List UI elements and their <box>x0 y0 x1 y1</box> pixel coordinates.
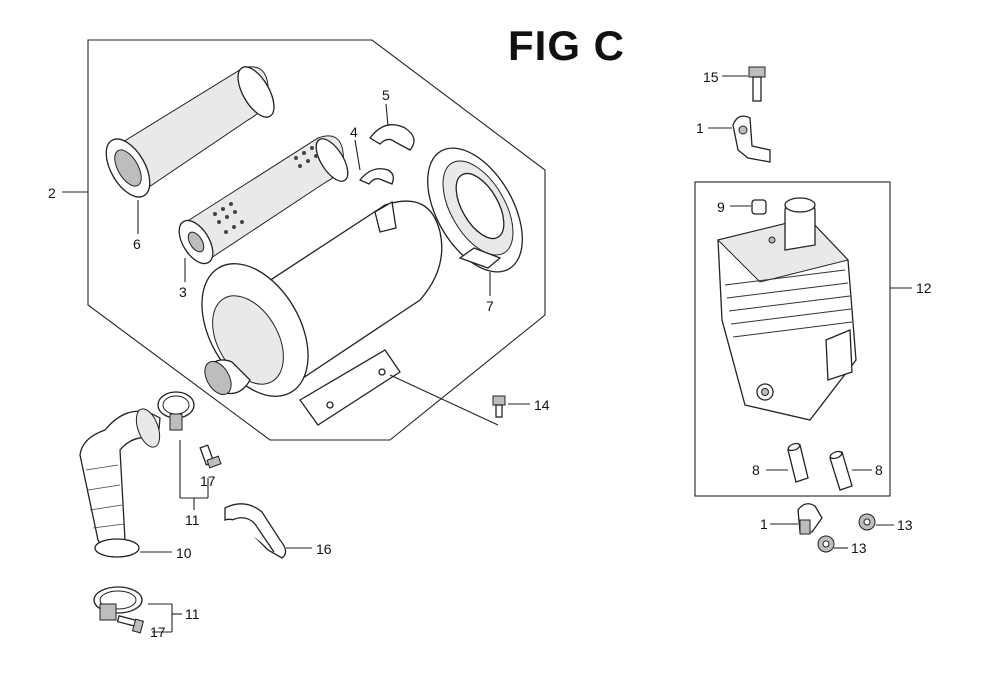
callout-5: 5 <box>382 87 390 103</box>
callout-13-right: 13 <box>897 517 913 533</box>
callout-2: 2 <box>48 185 56 201</box>
callout-15: 15 <box>703 69 719 85</box>
screw-lower <box>116 614 145 634</box>
pipe-8-right <box>829 450 853 491</box>
muffler-body <box>717 197 857 421</box>
clamp-16 <box>224 503 287 559</box>
nut-13-right <box>858 513 876 531</box>
callout-7: 7 <box>486 298 494 314</box>
air-cleaner-case <box>201 200 443 426</box>
inner-filter-element <box>178 135 349 265</box>
air-cleaner-cover <box>427 147 523 273</box>
hose-band-upper <box>157 391 195 431</box>
grommet-9 <box>751 199 767 215</box>
callout-10: 10 <box>176 545 192 561</box>
callout-11-lower: 11 <box>185 606 200 622</box>
bolt-15 <box>748 66 766 102</box>
callout-17-lower: 17 <box>150 624 166 640</box>
callout-6: 6 <box>133 236 141 252</box>
callout-4: 4 <box>350 124 358 140</box>
clip-upper <box>369 124 415 151</box>
callout-8-left: 8 <box>752 462 760 478</box>
air-cleaner-assembly-outline <box>87 39 546 441</box>
bolt-14 <box>492 395 506 418</box>
callout-3: 3 <box>179 284 187 300</box>
callout-17-upper: 17 <box>200 473 216 489</box>
callout-13-left: 13 <box>851 540 867 556</box>
callout-12: 12 <box>916 280 932 296</box>
nut-13-left <box>817 535 835 553</box>
hose-band-lower <box>93 586 143 621</box>
bracket-upper <box>732 115 771 163</box>
muffler-assembly-outline <box>694 181 891 497</box>
outer-filter-element <box>105 66 275 198</box>
clip-lower <box>358 168 394 185</box>
callout-1-upper: 1 <box>696 120 704 136</box>
callout-11-upper: 11 <box>185 512 200 528</box>
callout-9: 9 <box>717 199 725 215</box>
bracket-lower <box>797 503 823 535</box>
figure-title: FIG C <box>508 22 625 69</box>
connecting-tube <box>79 408 161 558</box>
pipe-8-left <box>787 442 809 483</box>
callout-1-lower: 1 <box>760 516 768 532</box>
screw-upper <box>199 444 222 469</box>
callout-14: 14 <box>534 397 550 413</box>
callout-16: 16 <box>316 541 332 557</box>
callout-8-right: 8 <box>875 462 883 478</box>
